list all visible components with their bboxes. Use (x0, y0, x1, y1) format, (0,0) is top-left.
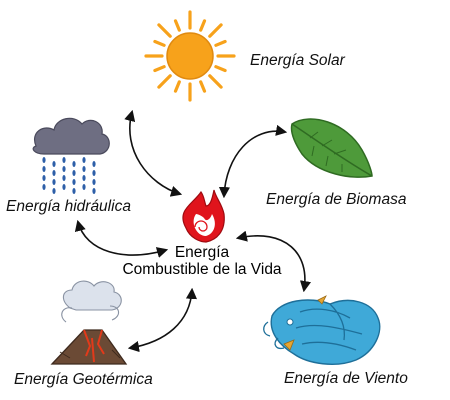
rain-drop (92, 161, 96, 167)
center-label-line1: Energía (174, 244, 230, 261)
wind-icon (263, 295, 381, 365)
sun-ray (153, 39, 166, 47)
rain-drop (52, 161, 56, 167)
sun-ray (153, 65, 166, 73)
rain-drop (52, 179, 56, 185)
label-energia-solar: Energía Solar (250, 52, 345, 69)
rain-drop (82, 166, 86, 172)
sun-ray (157, 23, 172, 38)
label-energia-geotermica: Energía Geotérmica (14, 371, 153, 388)
rain-drop (62, 184, 66, 190)
center-label: Energía Combustible de la Vida (102, 244, 302, 278)
rain-drop (92, 179, 96, 185)
center-label-line2: Combustible de la Vida (122, 261, 282, 278)
rain-drop (82, 175, 86, 181)
rain-drop (52, 170, 56, 176)
sun-ray (214, 39, 227, 47)
rain-drop (42, 175, 46, 181)
sun-ray (157, 74, 172, 89)
rain-drop (62, 166, 66, 172)
arrow-hidraulica-to-center (74, 219, 169, 258)
flame-icon (182, 189, 225, 243)
sun-ray (199, 19, 207, 32)
rain-drop (72, 170, 76, 176)
rain-drop (42, 166, 46, 172)
rain-drop (92, 170, 96, 176)
sun-ray (199, 80, 207, 93)
sun-ray (173, 80, 181, 93)
sun-ray (173, 19, 181, 32)
arrow-geotermica-to-center (127, 287, 198, 353)
rain-drop (42, 184, 46, 190)
arrows (74, 109, 311, 353)
arrow-solar-to-center (124, 109, 183, 197)
label-energia-biomasa: Energía de Biomasa (266, 191, 407, 208)
sun-icon (144, 10, 236, 102)
rain-drop (82, 184, 86, 190)
rain-drop (62, 175, 66, 181)
sun-ray (208, 74, 223, 89)
rain-cloud-icon (32, 117, 110, 194)
volcano-icon (50, 280, 128, 365)
label-energia-viento: Energía de Viento (284, 370, 408, 387)
rain-drop (82, 157, 86, 163)
rain-drop (72, 161, 76, 167)
rain-drop (62, 157, 66, 163)
sun-ray (208, 23, 223, 38)
rain-drop (72, 188, 76, 194)
arrow-biomasa-to-center (218, 124, 288, 199)
rain-drop (92, 188, 96, 194)
rain-drop (52, 188, 56, 194)
sun-ray (214, 65, 227, 73)
leaf-icon (290, 118, 373, 178)
arrow-viento-to-center (235, 230, 311, 293)
label-energia-hidraulica: Energía hidráulica (6, 198, 131, 215)
rain-drop (72, 179, 76, 185)
rain-drop (42, 157, 46, 163)
